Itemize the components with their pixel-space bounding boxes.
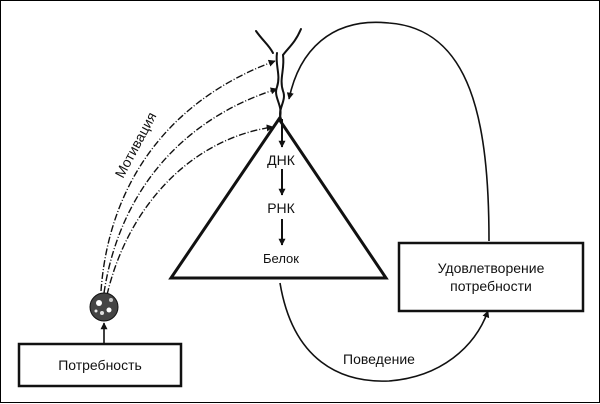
satisfaction-label-line1: Удовлетворение <box>438 260 545 276</box>
motivation-arrows <box>100 59 278 296</box>
satisfaction-label-line2: потребности <box>450 278 532 294</box>
need-box <box>17 342 183 388</box>
neuron-dendrites <box>255 28 302 120</box>
need-label: Потребность <box>58 357 142 373</box>
cell-triangle <box>168 116 389 280</box>
behavior-label: Поведение <box>343 351 415 367</box>
behavior-arrow <box>279 282 490 382</box>
rna-label: РНК <box>267 200 295 216</box>
need-blob <box>89 292 119 322</box>
motivation-label: Мотивация <box>112 109 160 180</box>
dna-label: ДНК <box>267 152 296 168</box>
protein-label: Белок <box>263 251 299 266</box>
feedback-loop-arrow <box>286 21 490 242</box>
satisfaction-box <box>397 241 585 313</box>
